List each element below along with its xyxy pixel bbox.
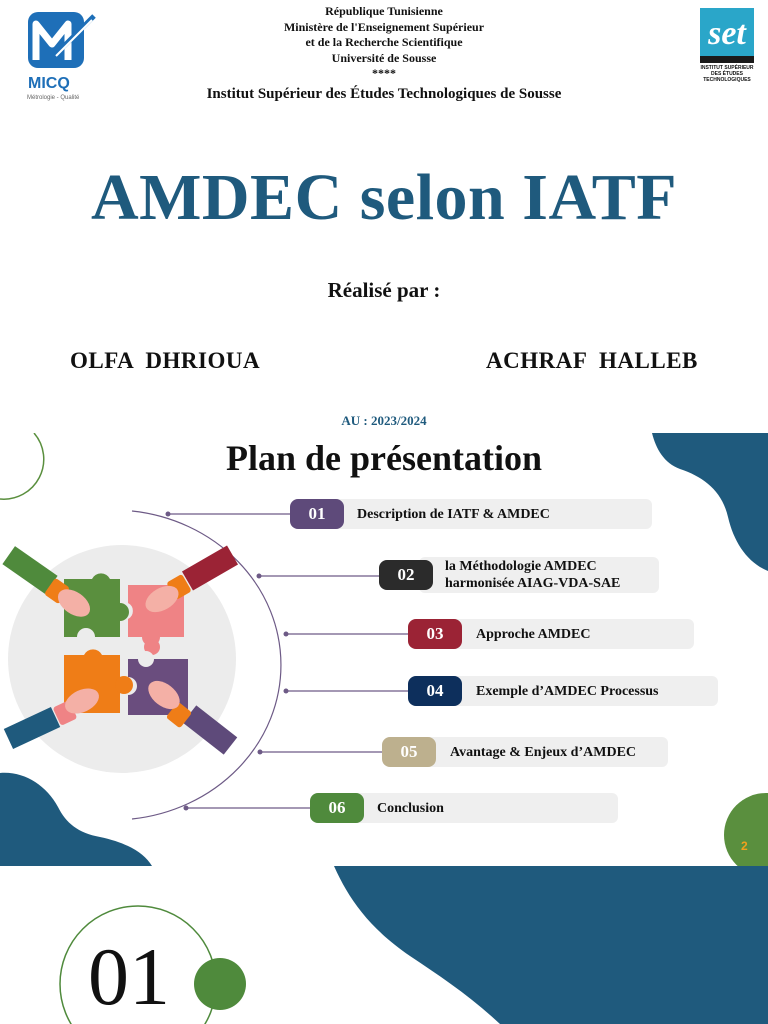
- plan-item-number: 01: [290, 499, 344, 529]
- connector-dots: [165, 511, 289, 811]
- plan-item-bar: [448, 676, 718, 706]
- plan-item-label: Approche AMDEC: [476, 626, 591, 642]
- academic-year: AU : 2023/2024: [341, 413, 427, 428]
- author-1: OLFA DHRIOUA: [70, 348, 261, 373]
- plan-item-number: 03: [408, 619, 462, 649]
- section-teal-shape: [334, 866, 768, 1024]
- plan-item-number: 06: [310, 793, 364, 823]
- page-number-circle: [724, 793, 768, 866]
- plan-item-bar: [350, 793, 618, 823]
- iset-logo: set INSTITUT SUPÉRIEUR DES ÉTUDES TECHNO…: [700, 8, 754, 83]
- plan-item: 06 Conclusion: [310, 793, 618, 823]
- plan-item: 01 Description de IATF & AMDEC: [290, 499, 652, 529]
- plan-item: 05 Avantage & Enjeux d’AMDEC: [382, 737, 668, 767]
- plan-item-label-line-1: la Méthodologie AMDEC: [445, 559, 597, 574]
- header-block: République Tunisienne Ministère de l'Ens…: [200, 4, 568, 82]
- plan-item-label: Exemple d’AMDEC Processus: [476, 683, 659, 699]
- micq-logo-subtext: Métrologie - Qualité: [27, 95, 80, 101]
- connector-arc: [131, 510, 282, 820]
- micq-logo: MICQ Métrologie - Qualité: [27, 12, 96, 101]
- header-line-stars: ****: [372, 66, 396, 80]
- plan-item: 02 la Méthodologie AMDEC harmonisée AIAG…: [379, 557, 659, 593]
- section-slide-decoration: [59, 866, 768, 1024]
- plan-slide: Plan de présentation 01 Description de I…: [0, 433, 768, 866]
- plan-item: 04 Exemple d’AMDEC Processus: [408, 676, 718, 706]
- iset-logo-letters: set: [707, 15, 747, 52]
- plan-slide-decoration: [0, 433, 768, 866]
- plan-item-label: Description de IATF & AMDEC: [357, 506, 550, 522]
- page-number: 2: [741, 839, 748, 853]
- plan-item-bar: [330, 499, 652, 529]
- plan-item-label-line-2: harmonisée AIAG-VDA-SAE: [445, 576, 621, 591]
- plan-item-bar: [422, 737, 668, 767]
- plan-item-number: 04: [408, 676, 462, 706]
- plan-item-number: 02: [379, 560, 433, 590]
- title-slide: MICQ Métrologie - Qualité République Tun…: [0, 0, 768, 433]
- header-line-republique: République Tunisienne: [325, 4, 443, 18]
- plan-item-bar: [419, 557, 659, 593]
- section-number: 01: [88, 931, 170, 1022]
- micq-logo-text: MICQ: [28, 75, 70, 92]
- iset-caption-2: DES ÉTUDES: [711, 69, 744, 77]
- institut-name: Institut Supérieur des Études Technologi…: [206, 86, 562, 102]
- header-line-ministere: Ministère de l'Enseignement Supérieur: [283, 19, 485, 34]
- header-line-recherche: et de la Recherche Scientifique: [305, 35, 463, 49]
- section-slide: 01: [0, 866, 768, 1024]
- puzzle-hands-illustration: [2, 545, 239, 755]
- plan-item-label: Conclusion: [377, 800, 444, 816]
- plan-title: Plan de présentation: [225, 438, 542, 478]
- plan-item-label: la Méthodologie AMDEC harmonisée AIAG-VD…: [445, 557, 659, 593]
- author-2: ACHRAF HALLEB: [486, 348, 698, 373]
- plan-item-label: Avantage & Enjeux d’AMDEC: [450, 744, 637, 760]
- top-left-arc: [0, 433, 45, 500]
- header-line-universite: Université de Sousse: [331, 50, 437, 65]
- top-right-blob: [652, 433, 768, 571]
- plan-item: 03 Approche AMDEC: [408, 619, 694, 649]
- plan-item-bar: [448, 619, 694, 649]
- connector-lines: [168, 513, 410, 809]
- iset-caption-3: TECHNOLOGIQUES: [703, 77, 751, 83]
- presentation-title: AMDEC selon IATF: [90, 161, 678, 234]
- section-green-dot: [194, 958, 246, 1010]
- plan-item-number: 05: [382, 737, 436, 767]
- realise-par-label: Réalisé par :: [327, 278, 441, 302]
- bottom-left-blob: [0, 772, 152, 866]
- iset-caption-1: INSTITUT SUPÉRIEUR: [700, 63, 753, 71]
